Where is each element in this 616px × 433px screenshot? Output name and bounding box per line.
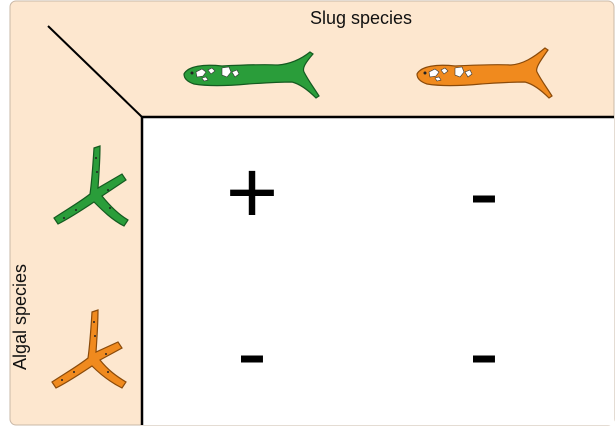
- cell-sign-r2c2: -: [444, 308, 524, 398]
- green-alga-dot: [96, 171, 98, 173]
- cell-sign-r1c2: -: [444, 148, 524, 238]
- orange-alga-dot: [61, 379, 63, 381]
- orange-alga-dot: [105, 353, 107, 355]
- row-header: Algal species: [10, 264, 31, 370]
- column-header: Slug species: [310, 8, 412, 29]
- green-alga-dot: [63, 217, 65, 219]
- orange-alga-dot: [107, 371, 109, 373]
- orange-slug-eye: [424, 72, 427, 75]
- cell-sign-r1c1: +: [212, 148, 292, 238]
- green-alga-dot: [107, 189, 109, 191]
- orange-alga-dot: [93, 321, 95, 323]
- orange-alga-dot: [94, 335, 96, 337]
- cell-sign-r2c1: -: [212, 308, 292, 398]
- orange-alga-dot: [73, 371, 75, 373]
- green-alga-dot: [75, 209, 77, 211]
- green-alga-dot: [95, 157, 97, 159]
- green-slug-eye: [191, 72, 194, 75]
- green-alga-dot: [109, 207, 111, 209]
